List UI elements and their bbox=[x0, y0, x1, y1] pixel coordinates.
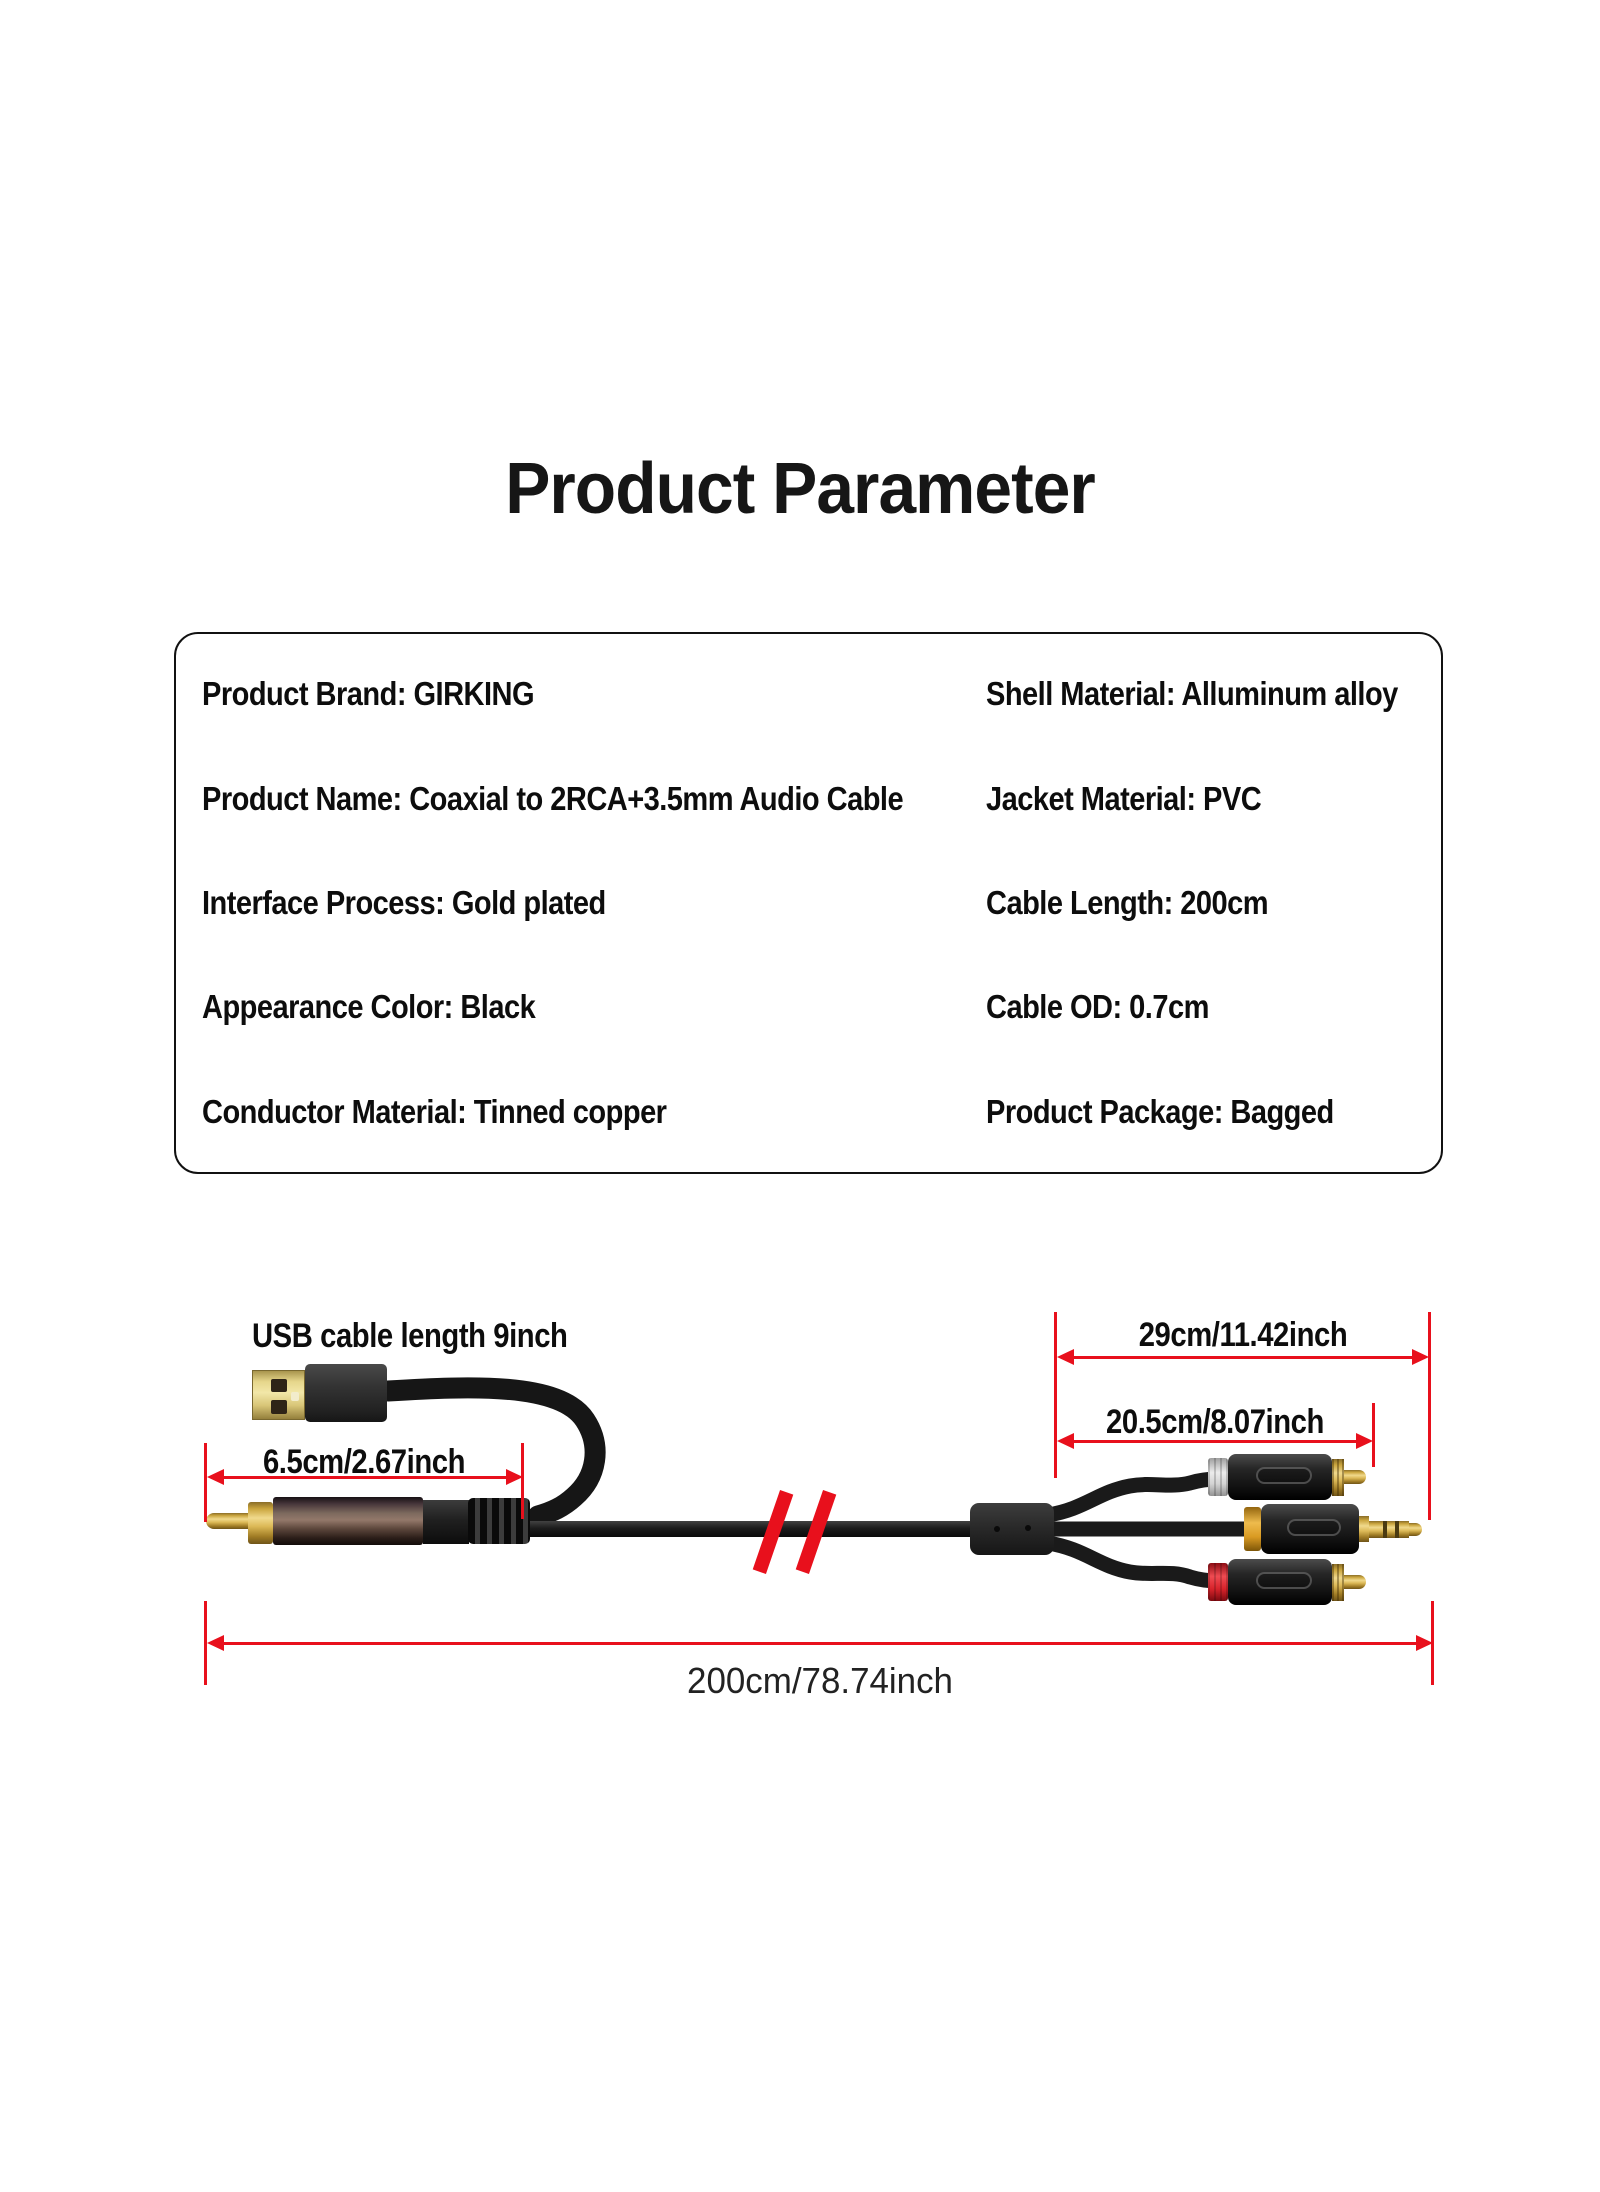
spec-row: Interface Process: Gold plated Cable Len… bbox=[202, 851, 1454, 955]
cable-curves bbox=[377, 1377, 1260, 1589]
spec-cell-brand: Product Brand: GIRKING bbox=[202, 675, 535, 713]
spec-row: Product Brand: GIRKING Shell Material: A… bbox=[202, 642, 1454, 746]
usb-contact-slot bbox=[271, 1400, 287, 1414]
spec-cell-shell-material: Shell Material: Alluminum alloy bbox=[986, 675, 1398, 713]
connector-logo-emboss bbox=[1256, 1572, 1312, 1589]
jack-insulator-ring bbox=[1383, 1521, 1387, 1538]
rca-white-ring bbox=[1332, 1459, 1344, 1496]
connector-logo-emboss bbox=[1287, 1519, 1341, 1536]
strain-relief-ribbed bbox=[468, 1498, 530, 1544]
arrowhead-right bbox=[506, 1469, 523, 1485]
usb-cable-curve bbox=[377, 1377, 606, 1527]
rca-red-pin bbox=[1344, 1575, 1366, 1589]
branch-cable-top bbox=[1040, 1471, 1226, 1523]
arrowhead-left bbox=[207, 1635, 224, 1651]
branch-cable-bottom bbox=[1040, 1535, 1226, 1589]
dimension-tick bbox=[1428, 1312, 1431, 1520]
spec-cell-cable-od: Cable OD: 0.7cm bbox=[986, 988, 1209, 1026]
dimension-line-200cm bbox=[211, 1642, 1429, 1645]
dimension-line-29cm bbox=[1061, 1356, 1425, 1359]
dimension-tick bbox=[204, 1443, 207, 1522]
split-long-label: 29cm/11.42inch bbox=[1138, 1316, 1348, 1354]
spec-cell-appearance-color: Appearance Color: Black bbox=[202, 988, 536, 1026]
cable-splitter bbox=[970, 1503, 1054, 1555]
spec-row: Product Name: Coaxial to 2RCA+3.5mm Audi… bbox=[202, 746, 1454, 850]
spec-cell-interface-process: Interface Process: Gold plated bbox=[202, 883, 606, 921]
rca-coaxial-neck bbox=[423, 1500, 469, 1544]
rca-red-collar bbox=[1208, 1563, 1228, 1601]
rca-white-body bbox=[1228, 1454, 1332, 1500]
connector-length-label: 6.5cm/2.67inch bbox=[262, 1443, 466, 1481]
splitter-dot bbox=[1025, 1525, 1031, 1531]
usb-connector-body bbox=[305, 1364, 387, 1422]
arrowhead-right bbox=[1412, 1349, 1429, 1365]
arrowhead-right bbox=[1416, 1635, 1433, 1651]
arrowhead-left bbox=[1057, 1433, 1074, 1449]
arrowhead-left bbox=[207, 1469, 224, 1485]
rca-coaxial-collar bbox=[248, 1502, 273, 1544]
spec-cell-product-package: Product Package: Bagged bbox=[986, 1092, 1334, 1130]
spec-row: Conductor Material: Tinned copper Produc… bbox=[202, 1060, 1454, 1164]
spec-row: Appearance Color: Black Cable OD: 0.7cm bbox=[202, 955, 1454, 1059]
rca-red-body bbox=[1228, 1559, 1332, 1605]
dimension-line-6-5cm bbox=[211, 1476, 519, 1479]
jack-tip bbox=[1409, 1523, 1422, 1536]
splitter-dot bbox=[994, 1526, 1000, 1532]
spec-cell-cable-length: Cable Length: 200cm bbox=[986, 883, 1269, 921]
rca-coaxial-body bbox=[273, 1497, 423, 1545]
usb-contact-slot bbox=[271, 1379, 287, 1392]
usb-contact-mark bbox=[291, 1392, 299, 1401]
arrowhead-left bbox=[1057, 1349, 1074, 1365]
usb-plug-icon bbox=[252, 1370, 305, 1420]
usb-length-label: USB cable length 9inch bbox=[252, 1317, 568, 1355]
arrowhead-right bbox=[1356, 1433, 1373, 1449]
rca-white-collar bbox=[1208, 1458, 1228, 1496]
split-short-label: 20.5cm/8.07inch bbox=[1106, 1403, 1324, 1441]
jack-insulator-ring bbox=[1395, 1521, 1399, 1538]
spec-cell-jacket-material: Jacket Material: PVC bbox=[986, 779, 1262, 817]
jack-collar bbox=[1244, 1507, 1261, 1551]
dimension-tick bbox=[204, 1601, 207, 1685]
jack-body bbox=[1261, 1504, 1359, 1554]
rca-coaxial-pin bbox=[206, 1513, 250, 1529]
jack-shaft bbox=[1369, 1521, 1409, 1538]
spec-cell-product-name: Product Name: Coaxial to 2RCA+3.5mm Audi… bbox=[202, 779, 904, 817]
connector-logo-emboss bbox=[1256, 1467, 1312, 1484]
dimension-tick bbox=[1054, 1312, 1057, 1478]
rca-white-pin bbox=[1344, 1470, 1366, 1484]
rca-red-ring bbox=[1332, 1564, 1344, 1601]
dimension-tick bbox=[1372, 1403, 1375, 1467]
spec-cell-conductor-material: Conductor Material: Tinned copper bbox=[202, 1092, 667, 1130]
dimension-line-20-5cm bbox=[1061, 1440, 1369, 1443]
jack-base-ring bbox=[1359, 1516, 1369, 1542]
total-length-label: 200cm/78.74inch bbox=[687, 1660, 953, 1701]
spec-table: Product Brand: GIRKING Shell Material: A… bbox=[174, 632, 1443, 1174]
main-cable bbox=[528, 1521, 976, 1537]
page-title: Product Parameter bbox=[505, 449, 1096, 529]
